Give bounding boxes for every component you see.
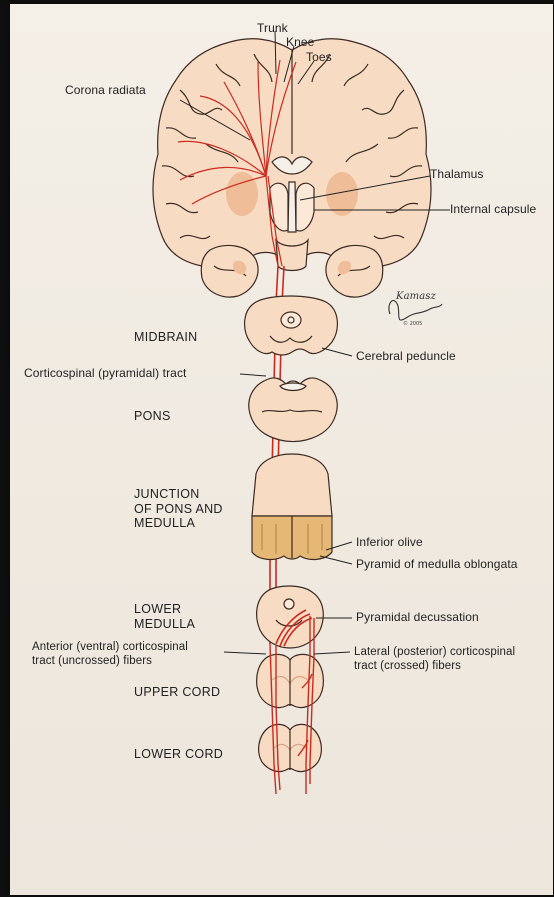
third-ventricle: [288, 182, 296, 232]
signature-name: Kamasz: [396, 290, 436, 304]
level-midbrain: MIDBRAIN: [134, 330, 198, 345]
label-pyramidal-decussation: Pyramidal decussation: [356, 611, 479, 625]
pons-medulla-junction-section: [252, 454, 332, 559]
signature-year: © 2005: [403, 320, 422, 327]
artist-signature: © 2005: [389, 301, 442, 327]
temporal-lobe-left: [201, 245, 258, 297]
label-inferior-olive: Inferior olive: [356, 536, 423, 550]
level-lower-medulla: LOWER MEDULLA: [134, 602, 195, 631]
lower-cord-section: [259, 724, 322, 771]
level-lower-cord: LOWER CORD: [134, 747, 223, 762]
textbook-page: © 2005 Trunk Knee Toes Corona radiata Th…: [10, 4, 553, 895]
label-corticospinal-tract: Corticospinal (pyramidal) tract: [24, 367, 186, 381]
label-anterior-fibers: Anterior (ventral) corticospinal tract (…: [32, 641, 188, 668]
label-toes: Toes: [306, 51, 332, 65]
label-thalamus: Thalamus: [430, 168, 484, 182]
temporal-lobe-right: [326, 245, 383, 297]
cerebrum-section: [153, 39, 431, 297]
level-junction: JUNCTION OF PONS AND MEDULLA: [134, 487, 223, 531]
label-corona-radiata: Corona radiata: [65, 84, 146, 98]
corticospinal-tract-illustration: © 2005: [10, 4, 553, 895]
midbrain-section: [245, 296, 338, 355]
lower-medulla-section: [257, 586, 324, 648]
label-internal-capsule: Internal capsule: [450, 203, 536, 217]
label-cerebral-peduncle: Cerebral peduncle: [356, 350, 456, 364]
label-knee: Knee: [286, 36, 314, 50]
basal-ganglia-left: [226, 172, 258, 216]
pons-section: [249, 378, 337, 442]
label-lateral-fibers: Lateral (posterior) corticospinal tract …: [354, 646, 515, 673]
level-upper-cord: UPPER CORD: [134, 685, 220, 700]
level-pons: PONS: [134, 409, 171, 424]
label-pyramid-medulla: Pyramid of medulla oblongata: [356, 558, 518, 572]
label-trunk: Trunk: [257, 22, 288, 36]
